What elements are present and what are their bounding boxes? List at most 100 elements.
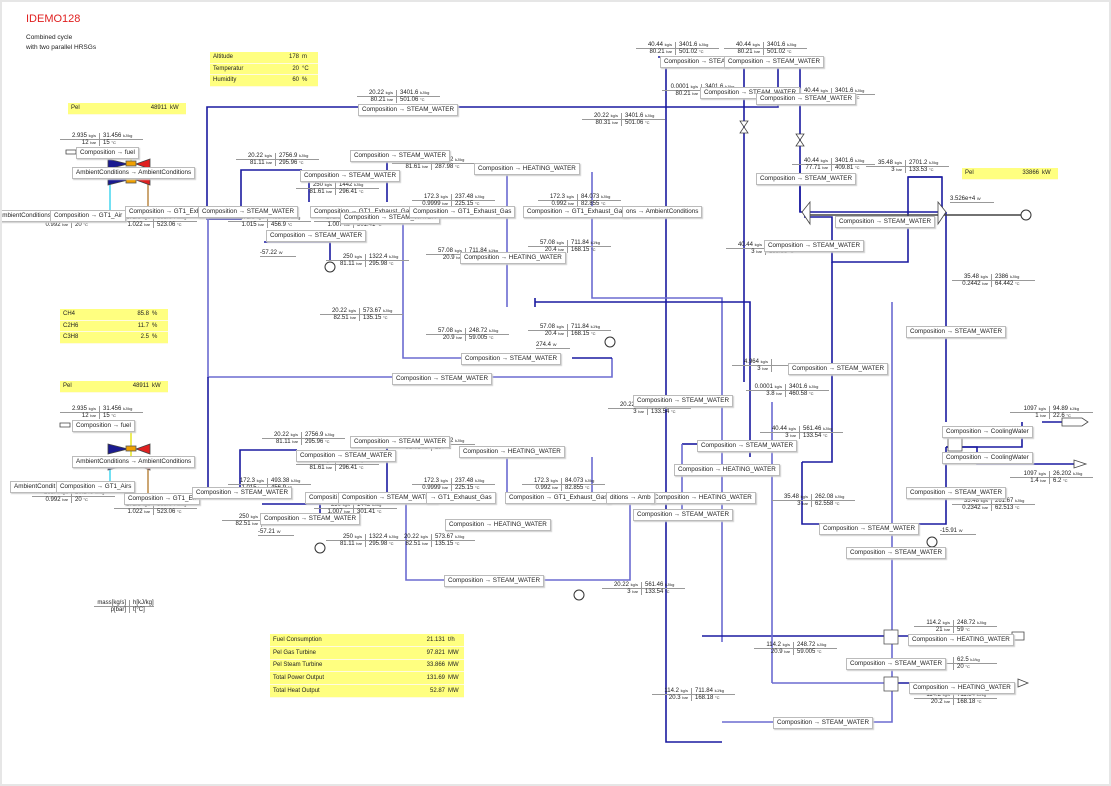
connection-label[interactable]: Composition → HEATING_WATER <box>459 446 565 458</box>
combustor-icon[interactable] <box>125 445 137 452</box>
stream-t: 64.442 °C <box>995 281 1020 287</box>
combustor-icon[interactable] <box>125 160 137 167</box>
connection-label[interactable]: Composition → GT1_Exhaust_Gas <box>523 206 630 218</box>
connection-label[interactable]: Composition → STEAM_WATER <box>819 523 920 535</box>
connection-label[interactable]: Composition → HEATING_WATER <box>460 252 566 264</box>
stream-h: 237.48 kJ/kg <box>455 194 485 200</box>
connection-label[interactable]: Composition → GT1_Ex <box>124 493 200 505</box>
connection-label[interactable]: Composition → fuel <box>76 147 139 159</box>
connection-label[interactable]: Composition → GT1_Exhaust_Gas <box>409 206 516 218</box>
stream-m: 40.44 kg/s <box>724 42 764 48</box>
connection-label[interactable]: Composition → STEAM_WATER <box>296 450 397 462</box>
outlet-arrow-icon[interactable] <box>1017 678 1030 688</box>
connection-label[interactable]: AmbientConditions <box>2 210 55 222</box>
valve-icon[interactable] <box>795 133 805 147</box>
connection-label[interactable]: Composition → STEAM_WATER <box>300 170 401 182</box>
connection-label[interactable]: Composition → STEAM_WATER <box>633 509 734 521</box>
turbine-icon[interactable] <box>134 443 151 455</box>
stream-p: 12 bar <box>60 413 100 419</box>
connection-label[interactable]: Composition → HEATING_WATER <box>474 163 580 175</box>
connection-label[interactable]: AmbientConditions → AmbientConditions <box>72 167 196 179</box>
heat-exchanger-icon[interactable] <box>883 629 899 645</box>
connection-label[interactable]: Composition → STEAM_WATER <box>788 363 889 375</box>
table-unit: % <box>152 334 158 341</box>
connection-label[interactable]: Composition → STEAM_WATER <box>835 216 936 228</box>
connection-label[interactable]: Composition → STEAM_WATER <box>756 93 857 105</box>
connection-label[interactable]: Composition → CoolingWater <box>942 452 1033 464</box>
stream-p: 81.11 bar <box>236 160 276 166</box>
connection-label[interactable]: Composition → STEAM_WATER <box>846 547 947 559</box>
inlet-arrow-icon[interactable] <box>1073 459 1088 469</box>
outlet-arrow-icon[interactable] <box>1061 417 1089 427</box>
connection-label[interactable]: Composition → STEAM_WATER <box>773 717 874 729</box>
pump-icon[interactable] <box>324 261 336 273</box>
connection-label[interactable]: Composition → STEAM_WATER <box>724 56 825 68</box>
connection-label[interactable]: Composition → HEATING_WATER <box>908 634 1014 646</box>
connection-label[interactable]: Composition → STEAM_WATER <box>358 104 459 116</box>
connection-label[interactable]: Composition → HEATING_WATER <box>674 464 780 476</box>
compressor-icon[interactable] <box>107 158 129 170</box>
heat-exchanger-icon[interactable] <box>883 676 899 692</box>
connection-label[interactable]: Composition → GT1_Exh <box>125 206 205 218</box>
connection-label[interactable]: Composition → STEAM_WATER <box>350 150 451 162</box>
stream-t: 523.06 °C <box>157 222 182 228</box>
stream-h: 711.84 kJ/kg <box>957 692 986 698</box>
connection-label[interactable]: Composition → STEAM_WATER <box>846 658 947 670</box>
fuel-inlet-icon[interactable] <box>59 422 71 428</box>
turbine-icon[interactable] <box>134 158 151 170</box>
generator-icon[interactable] <box>1020 209 1032 221</box>
stream-p: 3 bar <box>732 366 772 372</box>
pump-icon[interactable] <box>573 589 585 601</box>
connection-label[interactable]: → GT1_Exhaust_Gas <box>426 492 496 504</box>
table-unit: °C <box>302 65 309 72</box>
condenser-icon[interactable] <box>947 436 963 452</box>
stream-h: 1322.4 kJ/kg <box>369 534 399 540</box>
connection-label[interactable]: Composition → STEAM_WATER <box>198 206 299 218</box>
table-value: 52.87 <box>429 688 445 695</box>
stream-m: 172.3 kg/s <box>538 194 578 200</box>
connection-label[interactable]: AmbientConditions → AmbientConditions <box>72 456 196 468</box>
connection-label[interactable]: Composition → STEA <box>660 56 730 68</box>
compressor-icon[interactable] <box>107 443 129 455</box>
connection-label[interactable]: Composition → STEAM_WATER <box>461 353 562 365</box>
steam-turbine-icon[interactable] <box>937 200 947 226</box>
connection-label[interactable]: Composition → fuel <box>72 420 135 432</box>
stream-h: 3401.6 kJ/kg <box>400 90 430 96</box>
connection-label[interactable]: Composition → HEATING_WATER <box>650 492 756 504</box>
diagram-subtitle-1: Combined cycle <box>26 34 73 41</box>
pump-icon[interactable] <box>604 336 616 348</box>
connection-label[interactable]: Composition → STEAM_WATER <box>266 230 367 242</box>
stream-p: 81.61 bar <box>296 189 336 195</box>
connection-label[interactable]: ditions → Amb <box>606 492 655 504</box>
pump-icon[interactable] <box>926 536 938 548</box>
connection-label[interactable]: Composition → HEATING_WATER <box>445 519 551 531</box>
connection-label[interactable]: Composition → CoolingWater <box>942 426 1033 438</box>
connection-label[interactable]: Composition → GT1_Air <box>50 210 127 222</box>
connection-label[interactable]: Composition → STEAM_WATER <box>260 513 361 525</box>
connection-label[interactable]: Compositi <box>305 492 341 504</box>
connection-label[interactable]: ons → AmbientConditions <box>622 206 703 218</box>
connection-label[interactable]: Composition → STEAM_WATER <box>392 373 493 385</box>
connection-label[interactable]: Composition → STEAM_WATER <box>338 492 439 504</box>
connection-label[interactable]: Composition → GT1_Airs <box>56 481 136 493</box>
connection-label[interactable]: Composition → HEATING_WATER <box>909 682 1015 694</box>
pump-icon[interactable] <box>314 542 326 554</box>
steam-turbine-icon[interactable] <box>801 200 811 226</box>
connection-label[interactable]: Composition → STEAM_WATER <box>444 575 545 587</box>
stream-t: 168.18 °C <box>957 699 982 705</box>
connection-label[interactable]: Composition → STEAM_WATER <box>633 395 734 407</box>
stream-p: 0.9999 bar <box>412 201 452 207</box>
connection-label[interactable]: Composition → STEAM_WATER <box>756 173 857 185</box>
fuel-inlet-icon[interactable] <box>65 149 77 155</box>
stream-m: 2.935 kg/s <box>60 133 100 139</box>
connection-label[interactable]: Composition → STEAM_WATER <box>350 436 451 448</box>
connection-label[interactable]: AmbientCondit <box>10 481 60 493</box>
connection-label[interactable]: Composition → STEAM_WATER <box>906 487 1007 499</box>
connection-label[interactable]: Composition → STEAM_WATER <box>697 440 798 452</box>
connection-label[interactable]: Composition → GT1_Exhaust_Gas <box>505 492 612 504</box>
connection-label[interactable]: Composition → STEAM_WATER <box>192 487 293 499</box>
valve-icon[interactable] <box>739 120 749 134</box>
connection-label[interactable]: Composition → STEAM_WATER <box>764 240 865 252</box>
connection-label[interactable]: Composition → STEAM_WATER <box>906 326 1007 338</box>
